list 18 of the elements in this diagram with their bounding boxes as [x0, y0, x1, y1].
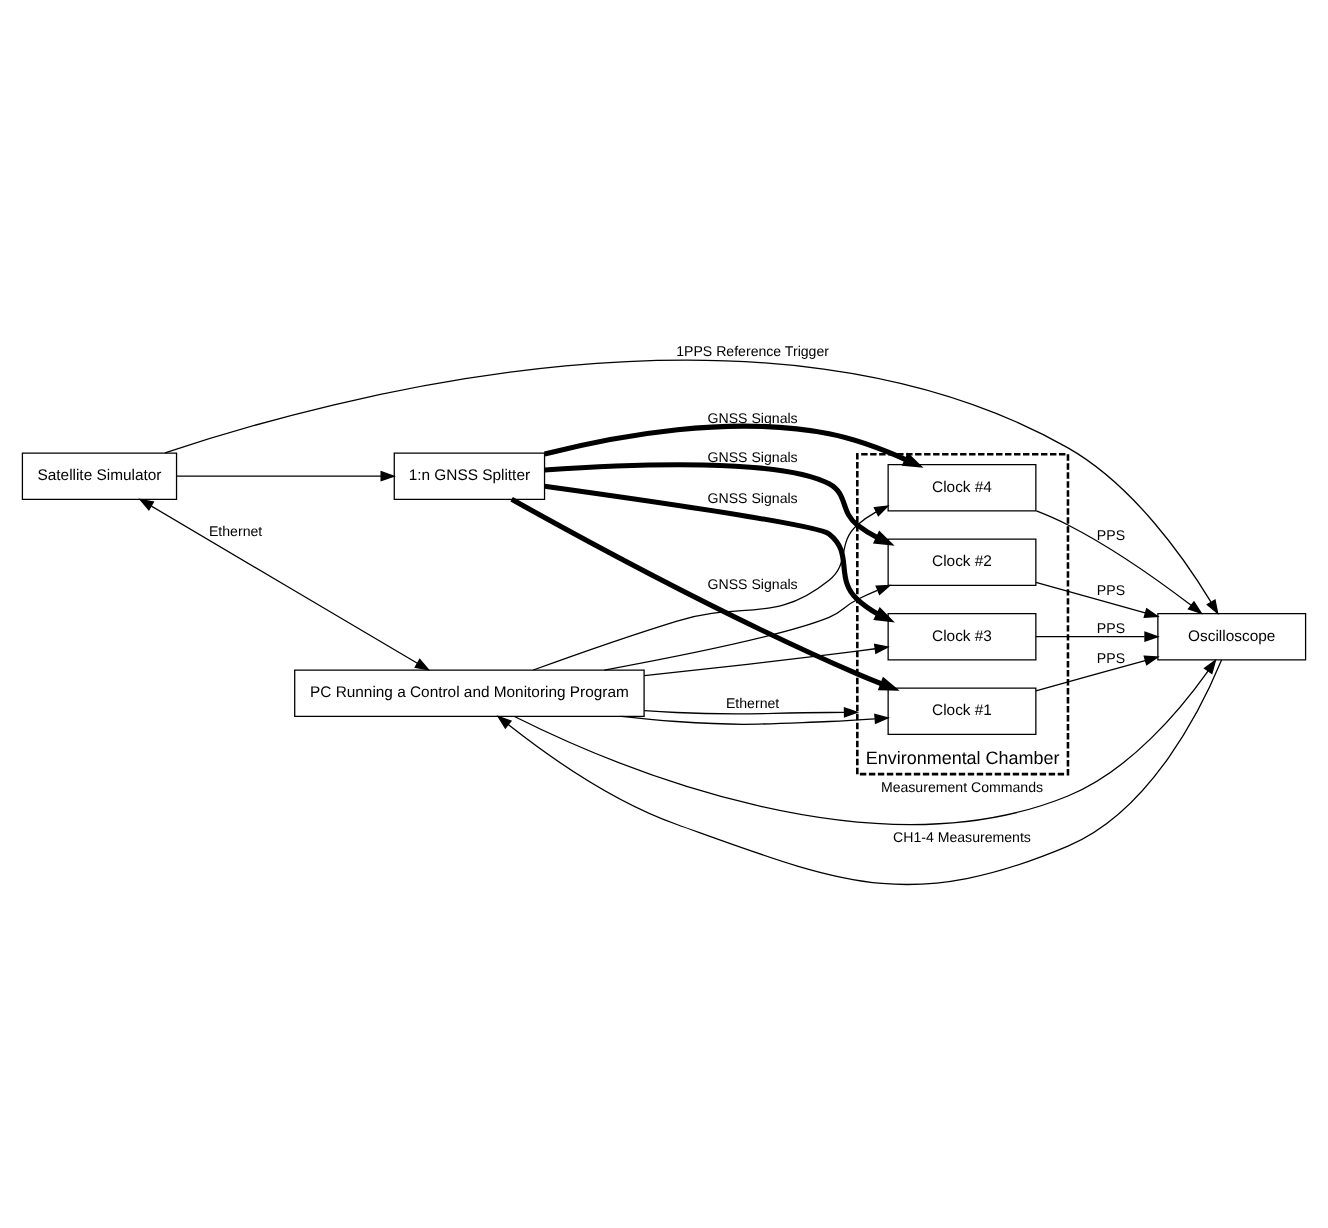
arrow — [643, 706, 860, 717]
arrow — [1035, 580, 1160, 618]
arrow — [496, 658, 1223, 885]
arrow — [1035, 509, 1203, 614]
arrow — [603, 583, 892, 670]
arrow — [643, 642, 890, 676]
arrow — [544, 422, 924, 467]
arrow — [176, 469, 396, 481]
arrow — [138, 497, 431, 670]
arrow — [544, 461, 895, 545]
arrow — [513, 657, 1217, 825]
arrow — [510, 496, 900, 690]
arrow — [532, 504, 890, 670]
arrow — [164, 358, 1219, 614]
arrow — [620, 712, 890, 724]
arrow — [1035, 630, 1160, 642]
arrow — [1035, 654, 1160, 691]
arrow — [544, 482, 895, 622]
